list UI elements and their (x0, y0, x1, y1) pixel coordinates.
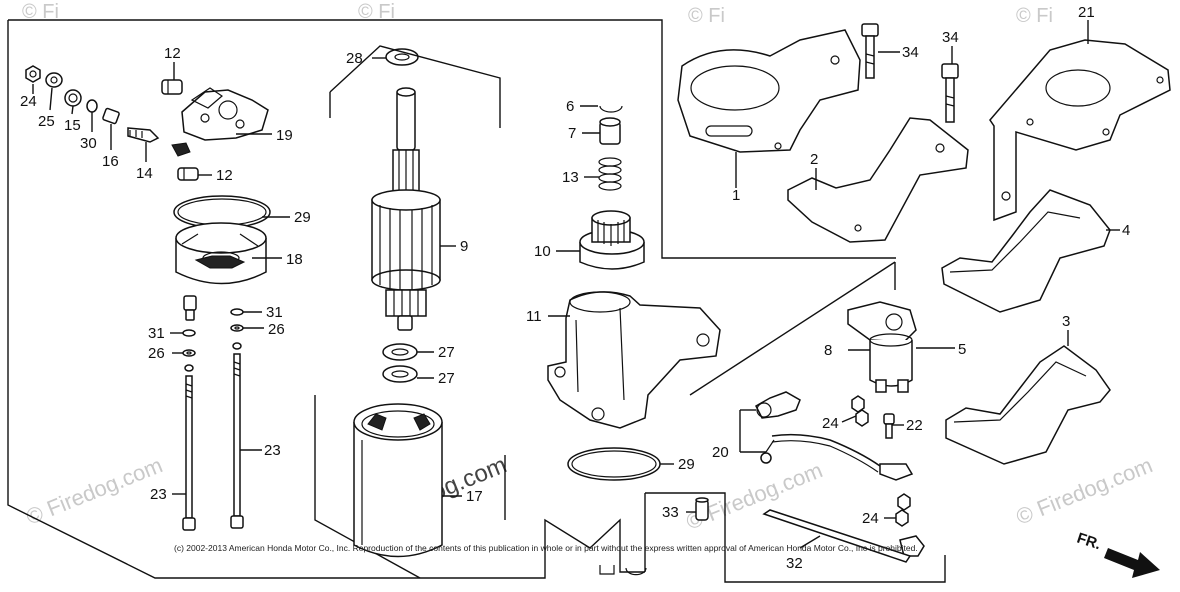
callout-labels: 24 25 15 30 16 14 12 19 12 29 18 31 26 3… (20, 4, 1130, 572)
callout-24-bottom: 24 (862, 510, 879, 527)
direction-label: FR. (1075, 530, 1103, 554)
callout-6: 6 (566, 98, 574, 115)
watermark-right: © Firedog.com (1013, 452, 1156, 529)
callout-28: 28 (346, 50, 363, 67)
part-cover-4 (941, 189, 1111, 313)
callout-14: 14 (136, 165, 153, 182)
watermark-top-1: © Fi (22, 1, 59, 23)
callout-2: 2 (810, 151, 818, 168)
callout-23-left: 23 (150, 486, 167, 503)
part-yoke-17 (353, 403, 443, 558)
callout-34-left: 34 (902, 44, 919, 61)
callout-21: 21 (1078, 4, 1095, 21)
callout-9: 9 (460, 238, 468, 255)
part-solenoid-8 (847, 301, 917, 439)
callout-22: 22 (906, 417, 923, 434)
copyright-notice: (c) 2002-2013 American Honda Motor Co., … (174, 543, 918, 553)
callout-29-right: 29 (678, 456, 695, 473)
callout-27-top: 27 (438, 344, 455, 361)
callout-34-right: 34 (942, 29, 959, 46)
callout-12-bottom: 12 (216, 167, 233, 184)
callout-26-right: 26 (268, 321, 285, 338)
callout-20: 20 (712, 444, 729, 461)
callout-27-bottom: 27 (438, 370, 455, 387)
callout-31-right: 31 (266, 304, 283, 321)
callout-7: 7 (568, 125, 576, 142)
callout-25: 25 (38, 113, 55, 130)
callout-31-left: 31 (148, 325, 165, 342)
part-cover-1 (677, 29, 861, 153)
callout-15: 15 (64, 117, 81, 134)
part-cables (599, 391, 925, 576)
part-bracket-2 (787, 117, 969, 243)
callout-4: 4 (1122, 222, 1130, 239)
callout-30: 30 (80, 135, 97, 152)
callout-24-solenoid: 24 (822, 415, 839, 432)
callout-16: 16 (102, 153, 119, 170)
part-drive-group (579, 105, 645, 270)
part-through-bolts (182, 295, 244, 531)
part-brush-holder-group (25, 65, 269, 181)
callout-17: 17 (466, 488, 483, 505)
callout-8: 8 (824, 342, 832, 359)
front-arrow-icon (1104, 548, 1160, 578)
front-direction-indicator: FR. (1075, 530, 1160, 578)
callout-5: 5 (958, 341, 966, 358)
watermark-top-3: © Fi (688, 5, 725, 27)
part-armature-9 (329, 45, 501, 383)
part-gear-case-11 (547, 291, 721, 481)
callout-33: 33 (662, 504, 679, 521)
callout-29-left: 29 (294, 209, 311, 226)
leader-lines (32, 20, 1120, 549)
callout-11: 11 (526, 308, 542, 325)
watermark-top-4: © Fi (1016, 5, 1053, 27)
callout-3: 3 (1062, 313, 1070, 330)
callout-32: 32 (786, 555, 803, 572)
callout-12-top: 12 (164, 45, 181, 62)
part-plate-21 (989, 39, 1171, 222)
group-frame (7, 19, 946, 583)
callout-13: 13 (562, 169, 579, 186)
callout-10: 10 (534, 243, 551, 260)
callout-18: 18 (286, 251, 303, 268)
watermark-left: © Firedog.com (23, 452, 166, 529)
part-cover-3 (945, 345, 1111, 465)
callout-26-left: 26 (148, 345, 165, 362)
callout-23-right: 23 (264, 442, 281, 459)
callout-1: 1 (732, 187, 740, 204)
part-bolts-34 (861, 23, 959, 123)
part-end-cover-18 (173, 195, 271, 285)
callout-19: 19 (276, 127, 293, 144)
callout-24: 24 (20, 93, 37, 110)
watermark-top-2: © Fi (358, 1, 395, 23)
